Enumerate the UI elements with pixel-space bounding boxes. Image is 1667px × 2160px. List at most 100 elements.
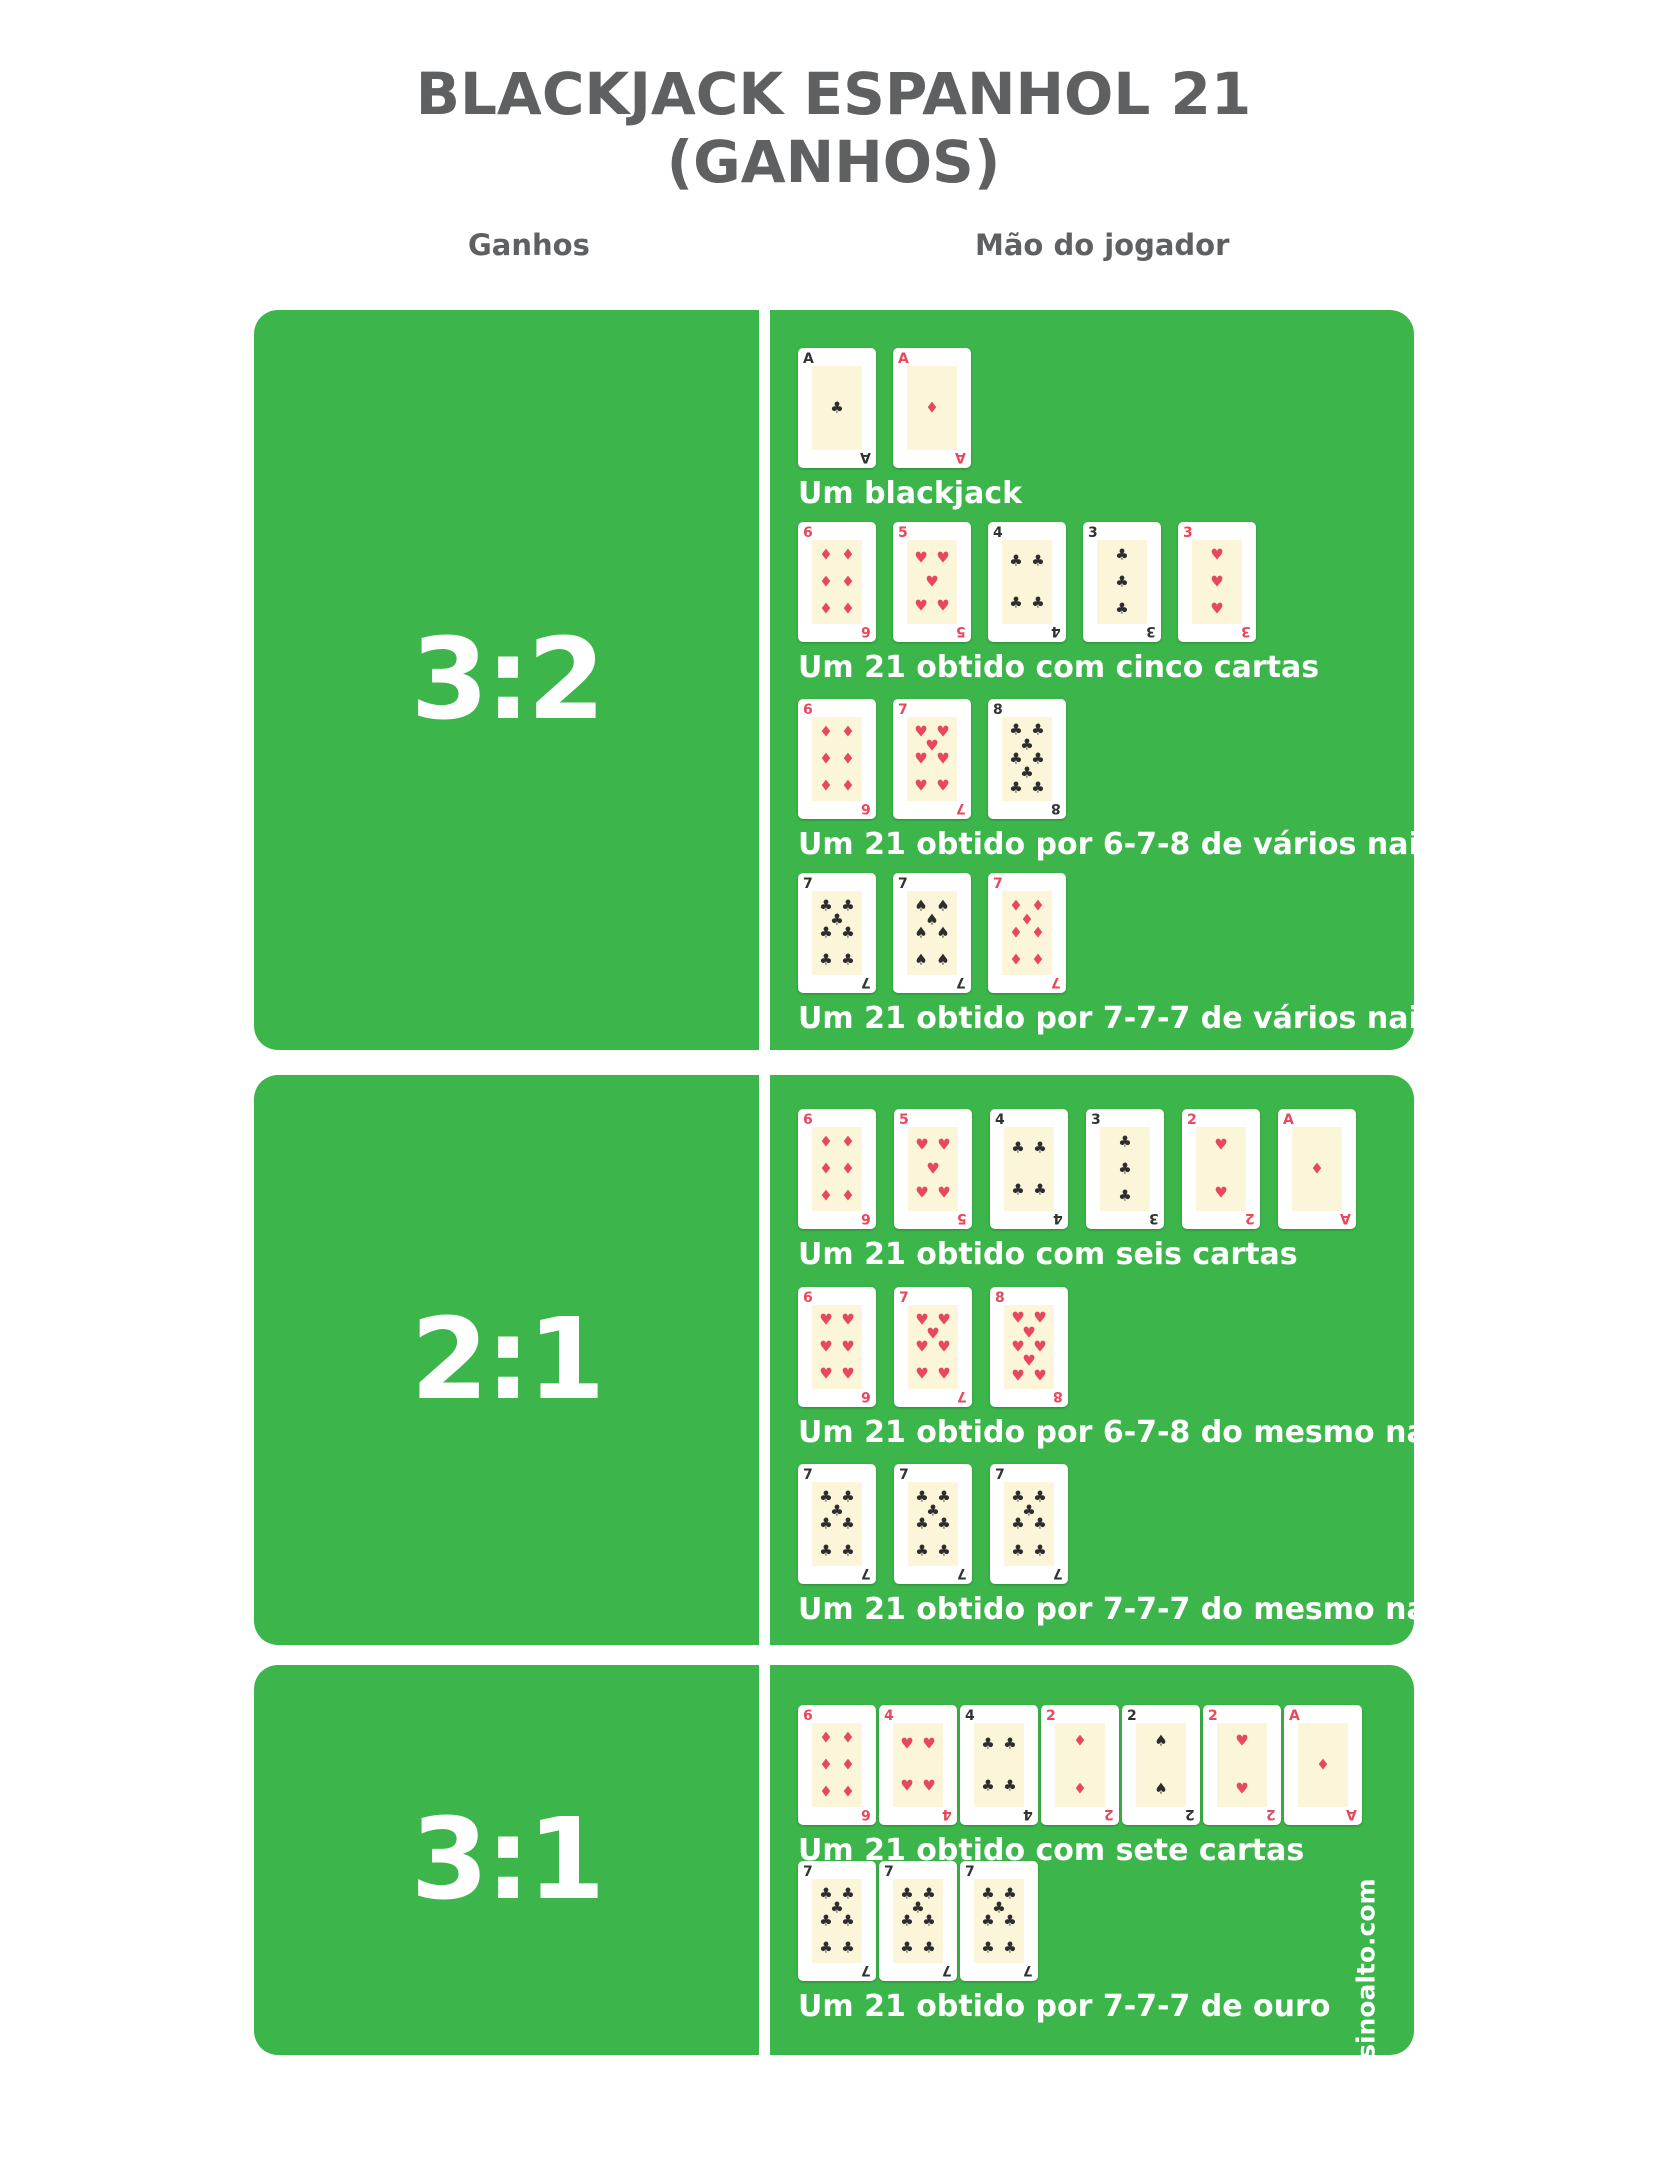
suit-pip-icon: ♣ (1011, 1138, 1025, 1157)
suit-pip-icon: ♣ (900, 1911, 914, 1930)
card-rank: 7 (884, 1864, 894, 1880)
suit-pip-icon: ♦ (819, 545, 833, 564)
card-rank: 6 (861, 1388, 871, 1404)
suit-pip-icon: ♦ (1020, 910, 1034, 929)
card-rank: 4 (884, 1708, 894, 1724)
card-face: ♣♣♣ (1100, 1127, 1150, 1211)
suit-pip-icon: ♣ (1022, 1501, 1036, 1520)
card-rank: 3 (1149, 1210, 1159, 1226)
suit-pip-icon: ♥ (922, 1734, 936, 1753)
suit-pip-icon: ♦ (819, 1782, 833, 1801)
card-face: ♣♣♣♣♣♣♣ (1004, 1482, 1054, 1566)
card-face: ♥♥♥ (1192, 540, 1242, 624)
suit-pip-icon: ♥ (925, 572, 939, 591)
suit-pip-icon: ♦ (819, 572, 833, 591)
suit-pip-icon: ♥ (936, 722, 950, 741)
suit-pip-icon: ♥ (1033, 1366, 1047, 1385)
card-rank: 7 (861, 974, 871, 990)
suit-pip-icon: ♣ (1115, 572, 1129, 591)
title-line-2: (GANHOS) (666, 128, 1001, 196)
card-rank: 4 (965, 1708, 975, 1724)
suit-pip-icon: ♦ (819, 1755, 833, 1774)
card-rank: 2 (1185, 1806, 1195, 1822)
suit-pip-icon: ♦ (841, 1755, 855, 1774)
suit-pip-icon: ♣ (981, 1938, 995, 1957)
suit-pip-icon: ♣ (830, 1501, 844, 1520)
suit-pip-icon: ♣ (830, 398, 844, 417)
suit-pip-icon: ♣ (830, 910, 844, 929)
suit-pip-icon: ♦ (819, 599, 833, 618)
title-line-1: BLACKJACK ESPANHOL 21 (415, 60, 1252, 128)
suit-pip-icon: ♥ (1210, 572, 1224, 591)
suit-pip-icon: ♣ (922, 1911, 936, 1930)
suit-pip-icon: ♥ (937, 1310, 951, 1329)
suit-pip-icon: ♣ (1009, 720, 1023, 739)
card-rank: 7 (861, 1565, 871, 1581)
card-rank: A (1289, 1708, 1300, 1724)
suit-pip-icon: ♥ (936, 548, 950, 567)
card-rank: 7 (993, 876, 1003, 892)
card-rank: A (1346, 1806, 1357, 1822)
card-face: ♣♣♣♣ (1002, 540, 1052, 624)
suit-pip-icon: ♣ (1031, 551, 1045, 570)
suit-pip-icon: ♣ (1009, 593, 1023, 612)
suit-pip-icon: ♣ (1003, 1911, 1017, 1930)
suit-pip-icon: ♣ (841, 1487, 855, 1506)
suit-pip-icon: ♥ (915, 1310, 929, 1329)
suit-pip-icon: ♠ (1154, 1779, 1168, 1798)
suit-pip-icon: ♣ (981, 1734, 995, 1753)
card-face: ♦♦♦♦♦♦♦ (1002, 891, 1052, 975)
card-rank: 3 (1091, 1112, 1101, 1128)
suit-pip-icon: ♠ (914, 923, 928, 942)
card-rank: 7 (1051, 974, 1061, 990)
card-rank: 7 (957, 1565, 967, 1581)
suit-pip-icon: ♣ (1033, 1138, 1047, 1157)
suit-pip-icon: ♣ (981, 1911, 995, 1930)
suit-pip-icon: ♦ (841, 545, 855, 564)
card-face: ♣♣♣♣♣♣♣ (812, 1879, 862, 1963)
suit-pip-icon: ♥ (1011, 1337, 1025, 1356)
suit-pip-icon: ♦ (841, 1132, 855, 1151)
suit-pip-icon: ♥ (937, 1135, 951, 1154)
card-face: ♦♦♦♦♦♦ (812, 717, 862, 801)
hand-label: Um 21 obtido com cinco cartas (798, 650, 1320, 685)
suit-pip-icon: ♦ (925, 398, 939, 417)
suit-pip-icon: ♣ (841, 896, 855, 915)
suit-pip-icon: ♠ (914, 950, 928, 969)
suit-pip-icon: ♦ (841, 776, 855, 795)
suit-pip-icon: ♣ (830, 1898, 844, 1917)
card-face: ♦♦♦♦♦♦ (812, 540, 862, 624)
suit-pip-icon: ♣ (1003, 1938, 1017, 1957)
card-rank: A (860, 449, 871, 465)
card-rank: 2 (1266, 1806, 1276, 1822)
suit-pip-icon: ♣ (1033, 1514, 1047, 1533)
suit-pip-icon: ♥ (841, 1364, 855, 1383)
suit-pip-icon: ♦ (1031, 950, 1045, 969)
card-rank: A (1340, 1210, 1351, 1226)
card-rank: 4 (1053, 1210, 1063, 1226)
card-face: ♦♦♦♦♦♦ (812, 1723, 862, 1807)
suit-pip-icon: ♥ (1214, 1135, 1228, 1154)
card-rank: 4 (942, 1806, 952, 1822)
card-rank: 8 (1053, 1388, 1063, 1404)
suit-pip-icon: ♥ (1033, 1308, 1047, 1327)
suit-pip-icon: ♣ (1003, 1776, 1017, 1795)
suit-pip-icon: ♣ (841, 950, 855, 969)
suit-pip-icon: ♦ (841, 749, 855, 768)
card-face: ♣ (812, 366, 862, 450)
suit-pip-icon: ♥ (937, 1183, 951, 1202)
column-header-payout: Ganhos (468, 228, 590, 262)
